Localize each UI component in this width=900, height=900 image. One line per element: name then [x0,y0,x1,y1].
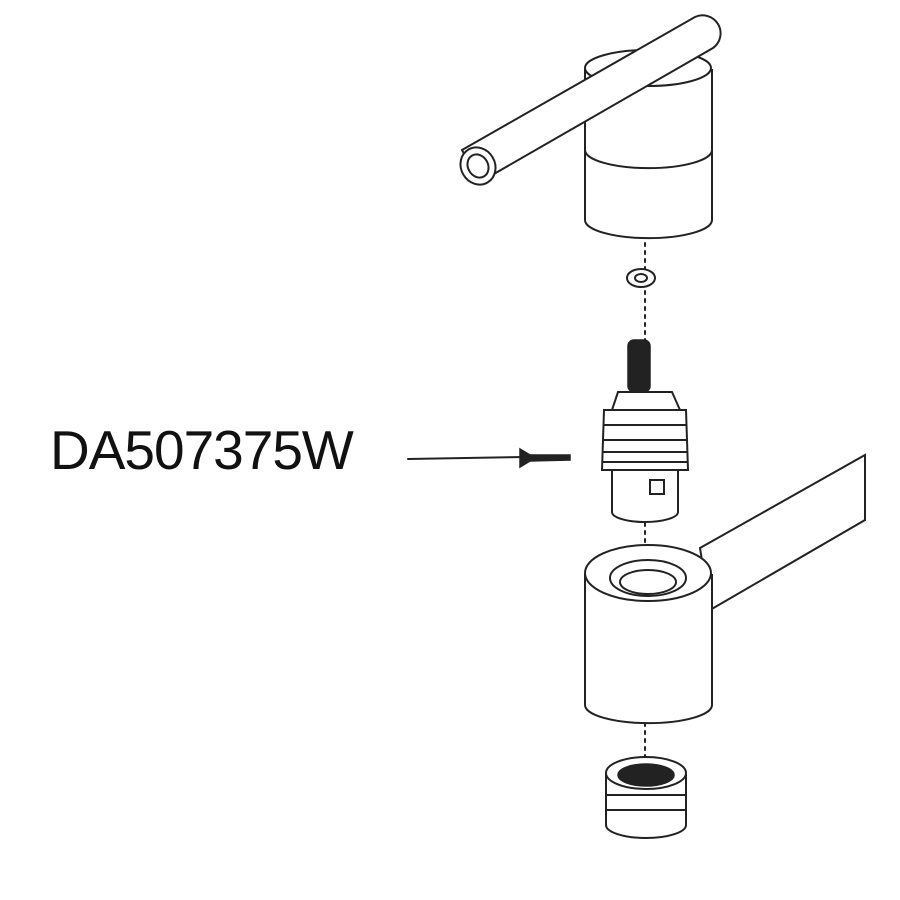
callout-arrow [407,447,571,469]
cartridge [600,339,690,523]
part-number-label: DA507375W [50,419,354,481]
washer [626,268,656,288]
handle [459,14,722,240]
spout-body [584,453,866,725]
aerator [605,756,687,839]
